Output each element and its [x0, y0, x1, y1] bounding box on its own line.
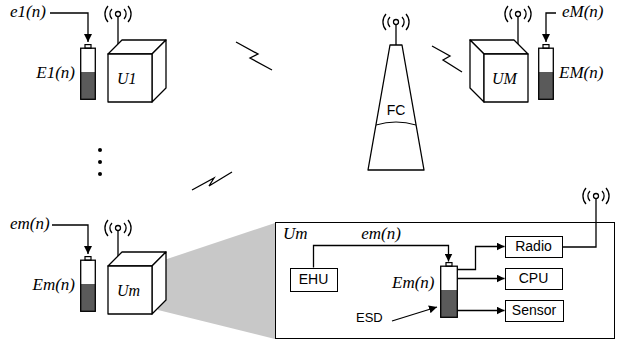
battery-body [81, 260, 96, 311]
node-shape [440, 262, 458, 318]
battery-charge [539, 72, 554, 99]
sensor-node: Um [108, 252, 166, 314]
box-face [152, 252, 166, 314]
node-shape [108, 40, 166, 102]
battery-body [440, 266, 457, 317]
sensor-node: UM [470, 40, 528, 102]
wireless-link [236, 42, 272, 70]
node-shape [538, 44, 554, 100]
energy-label: E1(n) [36, 64, 75, 83]
tower-outline [368, 45, 424, 170]
zoom-ground [275, 222, 615, 339]
component-label: EHU [299, 272, 329, 287]
battery-body [539, 48, 554, 99]
ellipsis-dot [98, 172, 102, 176]
energy-label: Em(n) [392, 274, 434, 293]
battery-charge [81, 72, 96, 99]
component-label: Sensor [512, 303, 556, 318]
box-face [108, 266, 152, 314]
node-label: Um [283, 225, 308, 244]
node-label: U1 [117, 70, 137, 88]
node-shape [80, 44, 96, 100]
wireless-link [432, 46, 462, 72]
battery-charge [440, 290, 457, 317]
node-label: UM [492, 70, 517, 88]
power-connector [458, 247, 505, 270]
component-box: EHU [290, 268, 338, 292]
node-label: FC [368, 103, 424, 118]
energy-arrow [50, 225, 88, 254]
battery-body [81, 48, 96, 99]
box-face [470, 40, 484, 102]
signal-label: e1(n) [8, 3, 48, 22]
energy-arrow [50, 13, 88, 42]
battery-symbol: EM(n) [538, 44, 554, 100]
signal-label: em(n) [8, 215, 52, 234]
battery-charge [81, 284, 96, 311]
ellipsis-dot [98, 160, 102, 164]
component-box: Radio [505, 236, 563, 258]
signal-label: eM(n) [560, 3, 606, 22]
tower-band [376, 122, 416, 125]
edge-label: em(n) [359, 225, 403, 244]
box-face [152, 40, 166, 102]
component-label: CPU [519, 271, 549, 286]
component-label: Radio [515, 239, 552, 254]
energy-label: Em(n) [33, 276, 75, 295]
zoom-wedge [158, 223, 275, 339]
power-connector [458, 310, 505, 311]
energy-arrow [546, 13, 556, 42]
node-label: Um [117, 282, 140, 300]
component-box: CPU [505, 268, 563, 290]
sensor-node: U1 [108, 40, 166, 102]
antenna-mast [395, 25, 396, 46]
node-shape [80, 256, 96, 312]
energy-label: EM(n) [559, 64, 603, 83]
zoom-frame: EHU Em(n) RadioCPU Sensor Um [275, 222, 615, 339]
component-box: Sensor [505, 300, 564, 322]
power-connector [314, 246, 449, 268]
ellipsis-dot [98, 148, 102, 152]
leader-arrow [392, 307, 437, 321]
battery-symbol: E1(n) [80, 44, 96, 100]
power-connector [458, 278, 505, 279]
wireless-link [192, 172, 232, 190]
battery-symbol: Em(n) [80, 256, 96, 312]
battery-symbol: Em(n) [440, 262, 458, 318]
box-face [108, 54, 152, 102]
box-face [484, 54, 528, 102]
fusion-center-tower: FC [368, 45, 424, 170]
part-label: ESD [354, 311, 385, 325]
